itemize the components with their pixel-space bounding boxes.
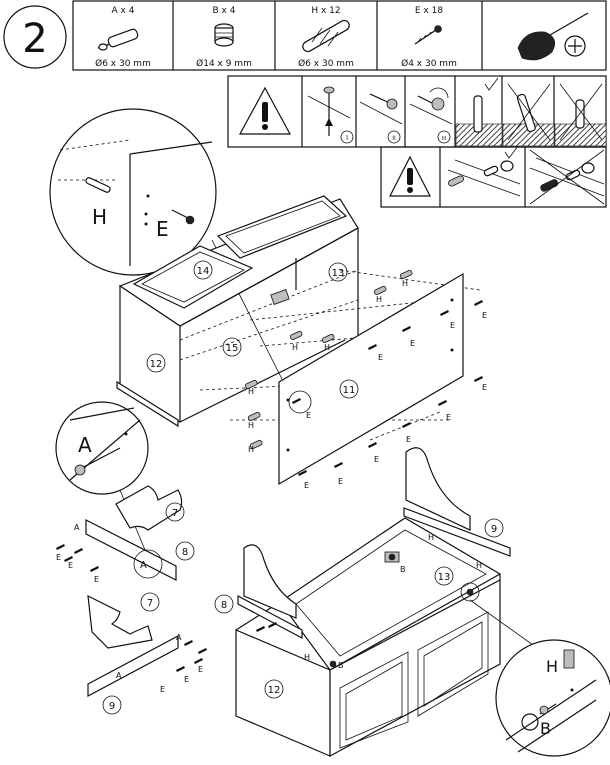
magnifier-dowel-label: H bbox=[92, 205, 107, 229]
plank-e-label-1: E bbox=[56, 553, 61, 562]
left-side-parts: 7 8 A A E E E 7 9 A A E E E bbox=[56, 485, 207, 715]
chest-dowel-label-2: H bbox=[428, 533, 434, 542]
part-a-label: A x 4 bbox=[112, 6, 135, 16]
plank-e-label-2: E bbox=[68, 561, 73, 570]
instruction-panel: I II III bbox=[227, 75, 607, 208]
part-thirteen: 13 bbox=[332, 268, 345, 279]
part-a-size: Ø6 x 30 mm bbox=[95, 58, 151, 69]
warning-icon bbox=[238, 86, 292, 135]
magnifier-dowel-label-b: H bbox=[546, 657, 558, 676]
lower-plank-e-label-1: E bbox=[198, 665, 203, 674]
dowel-alignment-correct bbox=[447, 145, 521, 197]
top-assembly-fasteners: H H H H H H H E E E E E E E E E E E bbox=[244, 269, 487, 490]
part-b-label: B x 4 bbox=[213, 6, 236, 16]
warning-icon-small bbox=[389, 155, 431, 197]
lower-plank-a-label-1: A bbox=[116, 671, 122, 680]
screw-label-4: E bbox=[378, 353, 383, 362]
plank-a-label-1: A bbox=[74, 523, 80, 532]
cam-step-two-label: II bbox=[392, 135, 396, 142]
cam-step-three: III bbox=[409, 87, 453, 144]
part-twelve-b: 12 bbox=[268, 685, 281, 696]
cam-step-two: II bbox=[359, 93, 403, 144]
chest-dowel-label: H bbox=[304, 653, 310, 662]
lower-plank-e-label-3: E bbox=[160, 685, 165, 694]
screw-label-2: E bbox=[450, 321, 455, 330]
part-e-size: Ø4 x 30 mm bbox=[401, 58, 457, 69]
dowel-label-1: H bbox=[376, 295, 382, 304]
dowel-label-7: H bbox=[248, 445, 254, 454]
part-nine-b: 9 bbox=[491, 524, 497, 535]
dowel-label-3: H bbox=[292, 343, 298, 352]
cam-step-three-label: III bbox=[442, 136, 446, 142]
front-panel-eleven bbox=[278, 272, 464, 486]
screw-label-1: E bbox=[482, 311, 487, 320]
screw-label-6: E bbox=[446, 413, 451, 422]
part-h-size: Ø6 x 30 mm bbox=[298, 58, 354, 69]
screw-label-7: E bbox=[406, 435, 411, 444]
top-cabinet-frame bbox=[116, 195, 481, 428]
screw-label-8: E bbox=[374, 455, 379, 464]
part-h-label: H x 12 bbox=[311, 6, 340, 16]
chest-dowel-label-3: H bbox=[476, 561, 482, 570]
dowel-label-6: H bbox=[248, 421, 254, 430]
part-callouts-top: 14 13 15 12 11 bbox=[146, 260, 359, 399]
part-nine-a: 9 bbox=[109, 701, 115, 712]
magnifier-cam-bolt-label: A bbox=[78, 433, 92, 457]
step-number-badge: 2 bbox=[3, 5, 67, 69]
screw-label-5: E bbox=[482, 383, 487, 392]
screw-label-9: E bbox=[338, 477, 343, 486]
part-seven-a: 7 bbox=[172, 508, 178, 519]
part-fourteen: 14 bbox=[197, 266, 210, 277]
part-twelve-top: 12 bbox=[150, 359, 163, 370]
magnifier-cam-lock-label: B bbox=[540, 719, 551, 738]
cam-step-one-label: I bbox=[346, 134, 348, 142]
chest-cam-lock-label-1: B bbox=[400, 565, 406, 574]
dowel-label-2: H bbox=[402, 279, 408, 288]
screw-label-11: E bbox=[306, 411, 311, 420]
part-fifteen: 15 bbox=[226, 343, 239, 354]
lower-plank-a-label-2: A bbox=[176, 633, 182, 642]
part-eight-b: 8 bbox=[221, 600, 227, 611]
dowel-label-4: H bbox=[324, 343, 330, 352]
chest-cam-lock-label-2: B bbox=[338, 661, 344, 670]
part-eleven: 11 bbox=[343, 385, 356, 396]
parts-table: A x 4 B x 4 H x 12 E x 18 Ø6 x 30 mm Ø14… bbox=[72, 0, 607, 71]
part-seven-b: 7 bbox=[147, 598, 153, 609]
cam-step-one: I bbox=[307, 86, 354, 144]
cam-lock-icon bbox=[214, 23, 234, 47]
lower-plank-e-label-2: E bbox=[184, 675, 189, 684]
part-b-size: Ø14 x 9 mm bbox=[196, 58, 252, 69]
phillips-screwdriver-icon bbox=[517, 12, 589, 61]
cam-bolt-icon bbox=[97, 28, 139, 51]
part-eight-a: 8 bbox=[182, 547, 188, 558]
step-number: 2 bbox=[22, 16, 47, 62]
wooden-dowel-icon bbox=[302, 19, 350, 53]
magnifier-screw-label: E bbox=[156, 217, 169, 241]
part-thirteen-b: 13 bbox=[438, 572, 451, 583]
plank-e-label-3: E bbox=[94, 575, 99, 584]
dowel-label-5: H bbox=[248, 387, 254, 396]
plank-cam-label: A bbox=[140, 560, 147, 571]
dowel-wrong-angle bbox=[502, 83, 555, 147]
screw-label-3: E bbox=[410, 339, 415, 348]
dowel-alignment-wrong bbox=[529, 149, 605, 205]
screw-icon bbox=[414, 25, 442, 45]
dowel-correct-check bbox=[455, 77, 503, 147]
part-e-label: E x 18 bbox=[415, 6, 443, 16]
detail-magnifier-bottom: H B bbox=[495, 639, 610, 757]
dowel-wrong-depth bbox=[554, 83, 607, 147]
screw-label-10: E bbox=[304, 481, 309, 490]
bottom-chest: B B H H H 9 13 8 12 bbox=[214, 447, 541, 758]
